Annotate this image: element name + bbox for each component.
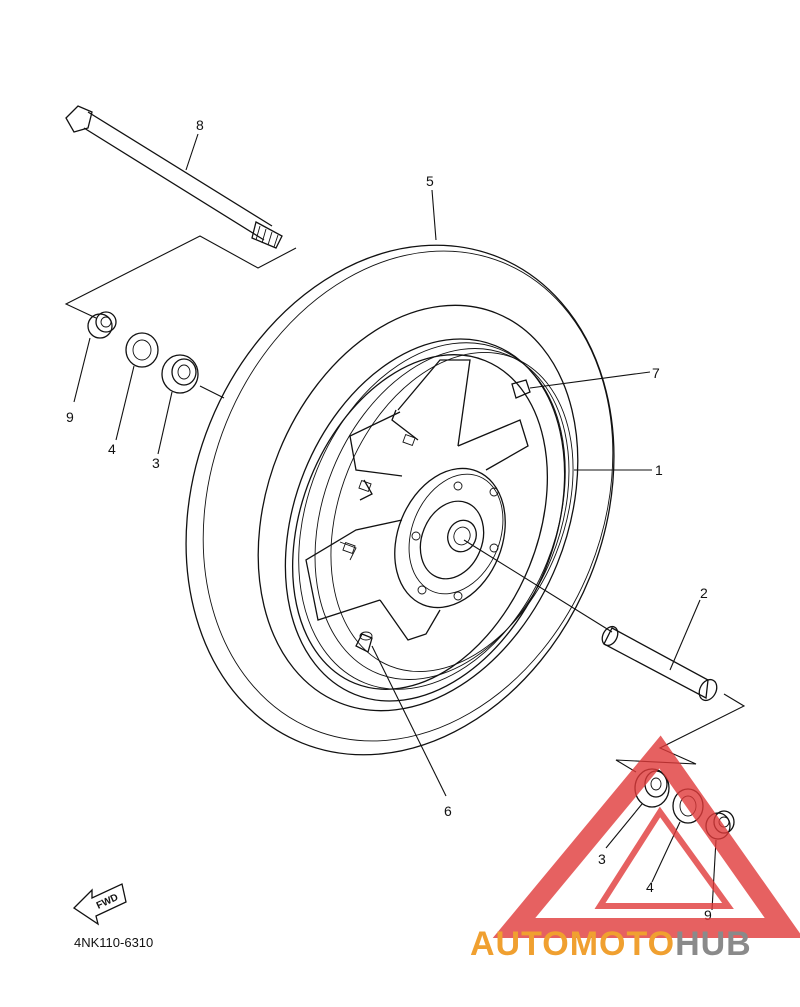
label-part-4-right: 4 <box>646 879 654 895</box>
label-part-6: 6 <box>444 803 452 819</box>
wheel-rim <box>284 338 574 702</box>
alignment-line-right <box>615 693 746 773</box>
label-part-9-right: 9 <box>704 907 712 923</box>
label-part-8: 8 <box>196 117 204 133</box>
watermark-text-part2: HUB <box>675 925 752 963</box>
label-part-3-right: 3 <box>598 851 606 867</box>
bearing-left <box>157 354 199 455</box>
alignment-line-left <box>64 235 297 319</box>
label-part-5: 5 <box>426 173 434 189</box>
valve <box>355 631 447 797</box>
diagram-code: 4NK110-6310 <box>74 935 153 950</box>
fwd-arrow: FWD <box>72 883 127 926</box>
wheel-hub <box>394 467 506 609</box>
axle <box>65 105 283 249</box>
label-part-1: 1 <box>655 462 663 478</box>
oil-seal-left <box>115 332 159 441</box>
label-part-3-left: 3 <box>152 455 160 471</box>
collar-2 <box>601 599 718 702</box>
tire <box>185 244 615 756</box>
watermark-text: AUTOMOTOHUB <box>470 925 752 963</box>
wheel-spokes <box>305 359 529 641</box>
collar-left <box>73 311 117 403</box>
balance-weight <box>511 371 651 399</box>
label-part-2: 2 <box>700 585 708 601</box>
watermark-logo <box>492 735 800 938</box>
label-part-9-left: 9 <box>66 409 74 425</box>
label-part-7: 7 <box>652 365 660 381</box>
watermark-text-part1: AUTOMOTO <box>470 925 675 963</box>
label-part-4-left: 4 <box>108 441 116 457</box>
